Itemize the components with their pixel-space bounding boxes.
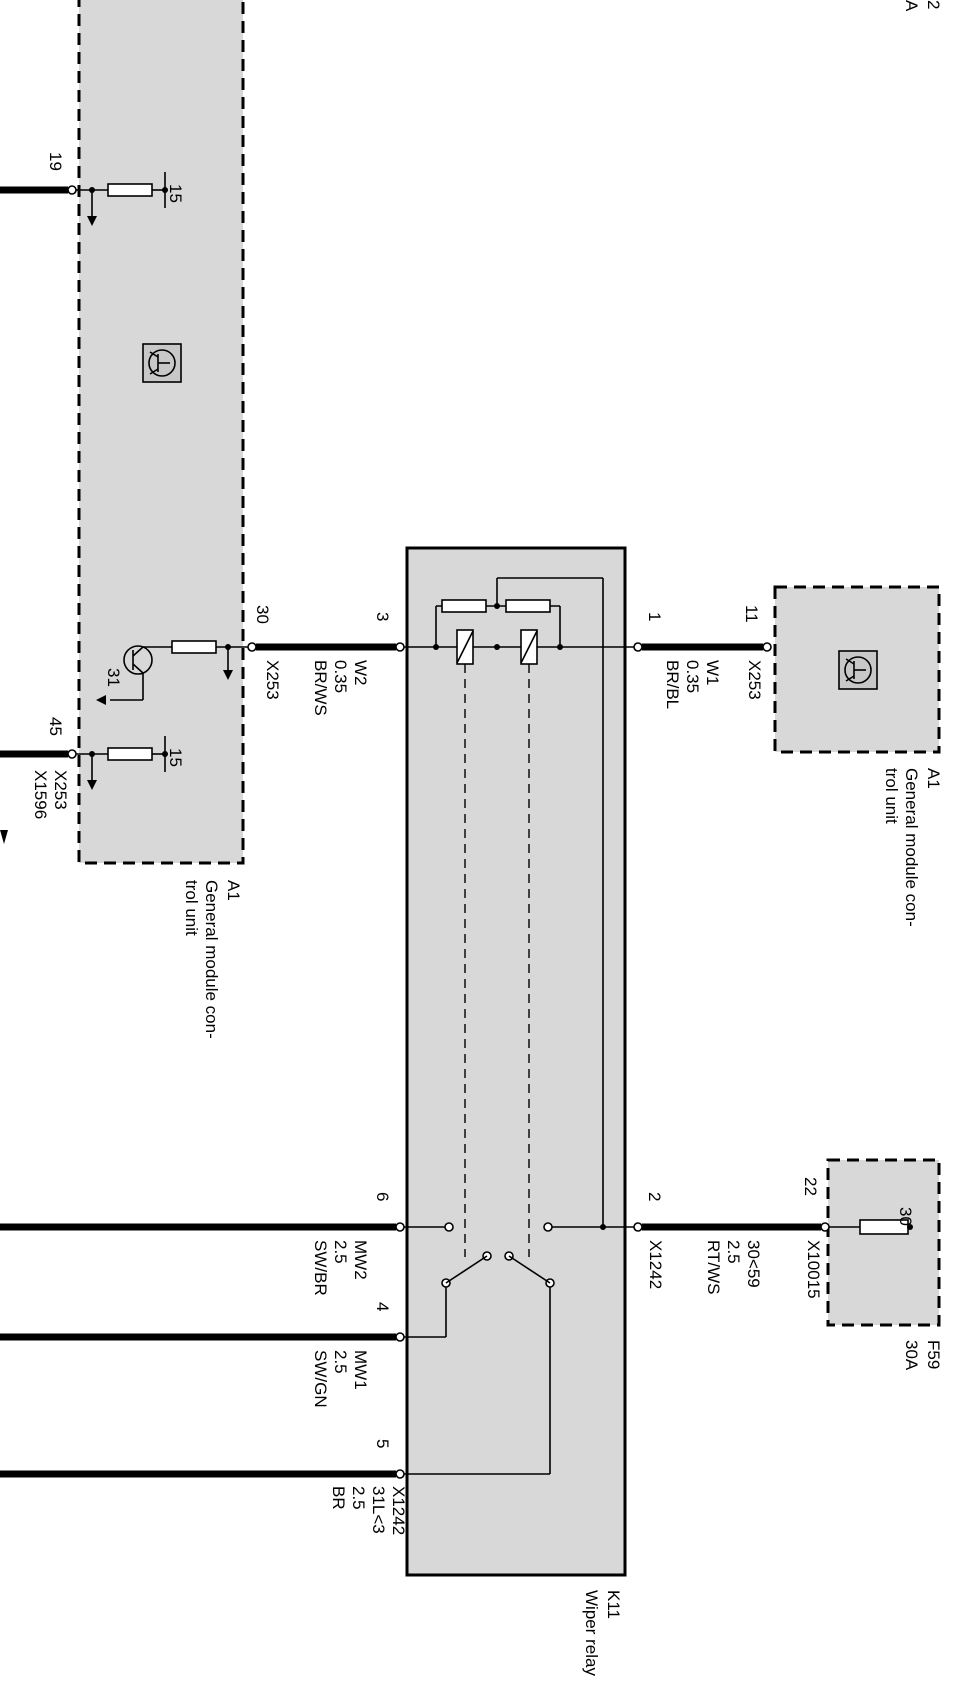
k11-relay-box <box>405 546 627 1577</box>
wire-w2-line-0: W2 <box>351 660 370 686</box>
wire-label-w1: X253 W1 0.35 BR/BL <box>663 660 764 709</box>
k11-internal-circuit <box>404 577 634 1475</box>
pin-label-k11-1: 1 <box>645 612 664 621</box>
pin-label-k11-5: 5 <box>373 1439 392 1448</box>
wire-w2-line-3: X253 <box>263 660 282 700</box>
fragment-a: 2 <box>924 0 943 9</box>
f59-label: F59 30A <box>902 1340 943 1371</box>
wire-pin2-line-0: X10015 <box>804 1240 823 1299</box>
pin-label-k11-6: 6 <box>373 1192 392 1201</box>
pin-45-circuit <box>0 736 168 844</box>
transistor-icon-a1-top <box>838 650 878 690</box>
pin-19-circuit <box>0 172 168 226</box>
wire-31l-line-2: 2.5 <box>349 1486 368 1510</box>
wire-x45-line-1: X1596 <box>31 770 50 819</box>
wire-31l-line-0: X1242 <box>389 1486 408 1535</box>
a1-bottom-name-1: General module con- <box>202 880 221 1039</box>
f59-rating: 30A <box>902 1340 921 1371</box>
pin-label-k11-2: 2 <box>645 1192 664 1201</box>
wire-w1-line-3: BR/BL <box>663 660 682 709</box>
wire-pin2-line-1: 30<59 <box>744 1240 763 1288</box>
top-right-fragment: 2 A <box>902 0 943 12</box>
pin-1-circuit <box>633 642 772 652</box>
k11-name: Wiper relay <box>582 1590 601 1676</box>
pin-label-k11-3: 3 <box>373 612 392 621</box>
wire-label-mw1: MW1 2.5 SW/GN <box>311 1350 370 1408</box>
pin-label-19: 19 <box>46 152 65 171</box>
pin-label-30: 30 <box>253 605 272 624</box>
wire-label-pin2: X10015 30<59 2.5 RT/WS X1242 <box>646 1240 823 1299</box>
a1-bottom-name-2: trol unit <box>182 880 201 936</box>
wire-mw2-line-1: 2.5 <box>331 1240 350 1264</box>
a1-bottom-box <box>77 0 245 865</box>
a1-bottom-name: General module con-trol unit <box>182 880 221 1039</box>
wire-w2-line-2: BR/WS <box>311 660 330 716</box>
a1-top-label: A1 General module con-trol unit <box>882 768 943 927</box>
wire-pin2-line-3: RT/WS <box>704 1240 723 1294</box>
wire-mw1-line-2: SW/GN <box>311 1350 330 1408</box>
a1-top-name: General module con-trol unit <box>882 768 921 927</box>
a1-bottom-label: A1 General module con-trol unit <box>182 880 243 1039</box>
wire-31l-line-3: BR <box>329 1486 348 1510</box>
f59-box <box>826 1158 941 1327</box>
wire-w2-line-1: 0.35 <box>331 660 350 693</box>
wire-mw2-line-0: MW2 <box>351 1240 370 1280</box>
pin-label-f59-22: 22 <box>801 1177 820 1196</box>
wire-mw2-line-2: SW/BR <box>311 1240 330 1296</box>
motor-wires <box>0 1222 405 1479</box>
k11-label: K11 Wiper relay <box>582 1590 623 1676</box>
wire-mw1-line-1: 2.5 <box>331 1350 350 1374</box>
f59-ref: F59 <box>924 1340 943 1369</box>
pin-label-15a: 15 <box>166 184 185 203</box>
a1-top-ref: A1 <box>924 768 943 789</box>
pin-label-45: 45 <box>46 717 65 736</box>
pin-30-circuit <box>96 640 405 705</box>
wire-pin2-line-4: X1242 <box>646 1240 665 1289</box>
a1-top-name-1: General module con- <box>902 768 921 927</box>
wire-pin2-line-2: 2.5 <box>724 1240 743 1264</box>
pin-label-a1-top-11: 11 <box>742 605 761 623</box>
wire-label-w2: W2 0.35 BR/WS X253 <box>263 660 370 716</box>
transistor-icon-a1-bottom <box>142 343 182 383</box>
wire-w1-line-2: 0.35 <box>683 660 702 693</box>
a1-bottom-ref: A1 <box>224 880 243 901</box>
wire-mw1-line-0: MW1 <box>351 1350 370 1390</box>
pin-label-f59-30: 30 <box>896 1207 915 1226</box>
wire-31l-line-1: 31L<3 <box>369 1486 388 1534</box>
wire-label-x45: X253 X1596 <box>31 770 70 819</box>
a1-top-name-2: trol unit <box>882 768 901 824</box>
fragment-b: A <box>902 0 921 12</box>
pin-label-31: 31 <box>104 668 123 687</box>
k11-ref: K11 <box>604 1590 623 1619</box>
pin-2-circuit <box>633 1219 913 1235</box>
wire-label-31l: X1242 31L<3 2.5 BR <box>329 1486 408 1535</box>
wire-w1-line-1: W1 <box>703 660 722 686</box>
pin-label-15b: 15 <box>166 748 185 767</box>
wire-label-mw2: MW2 2.5 SW/BR <box>311 1240 370 1296</box>
wire-x45-line-0: X253 <box>51 770 70 810</box>
pin-label-k11-4: 4 <box>373 1302 392 1311</box>
wire-w1-line-0: X253 <box>745 660 764 700</box>
